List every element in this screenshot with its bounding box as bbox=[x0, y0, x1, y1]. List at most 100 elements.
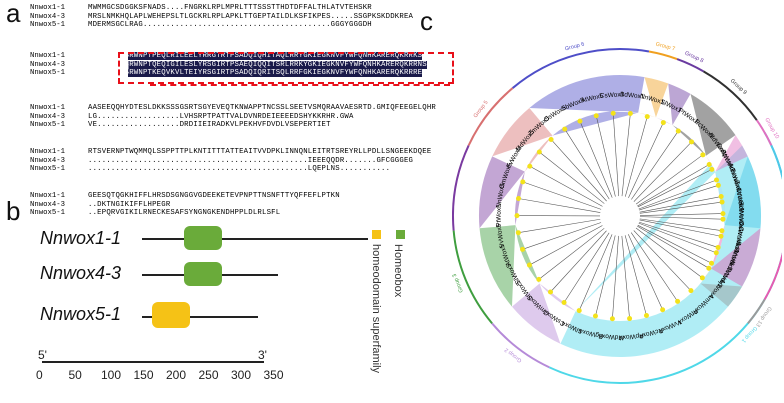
sequence-name: Nnwox1-1 bbox=[30, 104, 66, 113]
gene-label-2: Nnwox4-3 bbox=[40, 263, 122, 283]
leaf-marker bbox=[706, 265, 712, 271]
tree-branch bbox=[639, 185, 719, 211]
clade-sector bbox=[672, 93, 736, 156]
leaf-marker bbox=[660, 307, 666, 313]
leaf-marker bbox=[609, 316, 615, 322]
taxon-label: PtWox5 bbox=[496, 204, 503, 227]
tree-branch bbox=[624, 116, 648, 197]
sequence-residues: GEESQTQGKHIFFLHRSDSGNGGVGDEEKETEVPNPTTNS… bbox=[88, 192, 340, 201]
axis-tick-label: 300 bbox=[231, 368, 252, 382]
homeobox-domain-2 bbox=[184, 262, 222, 286]
taxon-label: BdWox1 bbox=[620, 91, 645, 100]
group-label: Group 7 bbox=[655, 41, 676, 52]
group-arc bbox=[770, 145, 782, 181]
taxon-label: MdWox4 bbox=[598, 332, 624, 341]
group-arc bbox=[763, 252, 782, 300]
tree-branch bbox=[612, 235, 619, 319]
tree-branch bbox=[522, 181, 602, 210]
tree-branch bbox=[595, 235, 616, 317]
leaf-marker bbox=[627, 111, 633, 117]
sequence-residues: VE..................DRDIIEIRADKVLPEKHVFD… bbox=[88, 121, 331, 130]
tree-branch bbox=[639, 213, 723, 216]
panel-c-label: c bbox=[420, 6, 433, 36]
leaf-marker bbox=[514, 213, 520, 219]
gene-line-3 bbox=[142, 316, 258, 318]
axis-tick-label: 200 bbox=[166, 368, 187, 382]
tree-branch bbox=[639, 218, 722, 232]
axis-tick-label: 0 bbox=[36, 368, 43, 382]
leaf-marker bbox=[715, 182, 721, 188]
tree-branch bbox=[635, 154, 704, 205]
alignment-row: Nnwox1-1 AASEEQQHYDTESLDKKSSSGSRTSGYEVEQT… bbox=[30, 104, 436, 113]
leaf-marker bbox=[719, 228, 725, 234]
group-arc bbox=[452, 230, 493, 324]
group-label: Group 9 bbox=[729, 78, 748, 96]
group-arc bbox=[702, 70, 758, 121]
leaf-marker bbox=[714, 177, 720, 183]
leaf-marker bbox=[577, 118, 583, 124]
clade-sector bbox=[638, 77, 669, 118]
taxon-label: CcWox1 bbox=[735, 187, 745, 213]
sequence-residues: AASEEQQHYDTESLDKKSSSGSRTSGYEVEQTKNWAPPTN… bbox=[88, 104, 436, 113]
leaf-marker bbox=[562, 126, 568, 132]
sequence-name: Nnwox5-1 bbox=[30, 165, 66, 174]
sequence-name: Nnwox4-3 bbox=[30, 12, 66, 21]
leaf-marker bbox=[689, 139, 695, 145]
alignment-row: Nnwox4-3................................… bbox=[30, 157, 431, 166]
leaf-marker bbox=[644, 114, 650, 120]
tree-branch bbox=[637, 164, 710, 207]
tree-branch bbox=[578, 234, 613, 311]
sequence-residues: EFSAQPVSSRWNPTPEQLRILEELYRRGTRTPSADQIQHI… bbox=[88, 52, 423, 61]
tree-branch bbox=[638, 179, 717, 210]
clade-sector bbox=[700, 268, 743, 307]
leaf-marker bbox=[515, 230, 521, 236]
tree-branch bbox=[638, 221, 719, 248]
clade-sector bbox=[560, 145, 761, 357]
homeobox-region-underline bbox=[150, 80, 450, 86]
leaf-marker bbox=[593, 113, 599, 119]
sequence-residues: GGGGGGGTSRWNPTKEQVKVLTEIYRSGIRTPSADQIQRI… bbox=[88, 69, 423, 78]
leaf-marker bbox=[720, 211, 726, 217]
leaf-marker bbox=[660, 120, 666, 126]
clade-sector bbox=[706, 135, 748, 172]
leaf-marker bbox=[592, 313, 598, 319]
group-label: Group 1 bbox=[740, 325, 758, 344]
sequence-name: Nnwox4-3 bbox=[30, 200, 66, 209]
tree-branch bbox=[563, 232, 610, 303]
sequence-residues: MRSLNMKHQLAPLWEHEPSLTLGCKRLRPLAPKLTTGEPT… bbox=[88, 12, 414, 21]
panel-a-label: a bbox=[6, 0, 21, 28]
leaf-marker bbox=[515, 196, 521, 202]
clade-sector bbox=[479, 225, 540, 307]
tree-branch bbox=[638, 222, 717, 254]
sequence-residues: RTSVERNPTWQMMQLSSPPTTPLKNTITTTATTEAITVVD… bbox=[88, 148, 432, 157]
group-arc bbox=[491, 322, 550, 369]
leaf-marker bbox=[699, 275, 705, 281]
leaf-marker bbox=[536, 276, 542, 282]
leaf-marker bbox=[643, 313, 649, 319]
leaf-marker bbox=[713, 250, 719, 256]
leaf-marker bbox=[548, 136, 554, 142]
legend-superfamily-swatch bbox=[372, 230, 381, 239]
tree-branch bbox=[621, 235, 630, 319]
tree-branch bbox=[522, 222, 602, 250]
leaf-marker bbox=[527, 163, 533, 169]
leaf-marker bbox=[718, 233, 724, 239]
tree-branch bbox=[639, 196, 722, 213]
axis-tick-label: 350 bbox=[263, 368, 284, 382]
sequence-residues: ..EPQRVGIKILRNECKESAFSYNGNGKENDHPPLDLRLS… bbox=[88, 209, 281, 218]
alignment-block: Nnwox1-1 AASEEQQHYDTESLDKKSSSGSRTSGYEVEQT… bbox=[30, 104, 436, 130]
tree-branch bbox=[518, 198, 601, 213]
tree-branch bbox=[538, 228, 605, 280]
clade-sector bbox=[492, 107, 553, 172]
sequence-name: Nnwox1-1 bbox=[30, 4, 66, 13]
axis-tick-label: 50 bbox=[68, 368, 82, 382]
tree-branch bbox=[637, 225, 709, 269]
leaf-marker bbox=[536, 149, 542, 155]
tree-branch bbox=[631, 130, 679, 200]
group-label: Group 6 bbox=[564, 41, 585, 52]
sequence-name: Nnwox1-1 bbox=[30, 192, 66, 201]
